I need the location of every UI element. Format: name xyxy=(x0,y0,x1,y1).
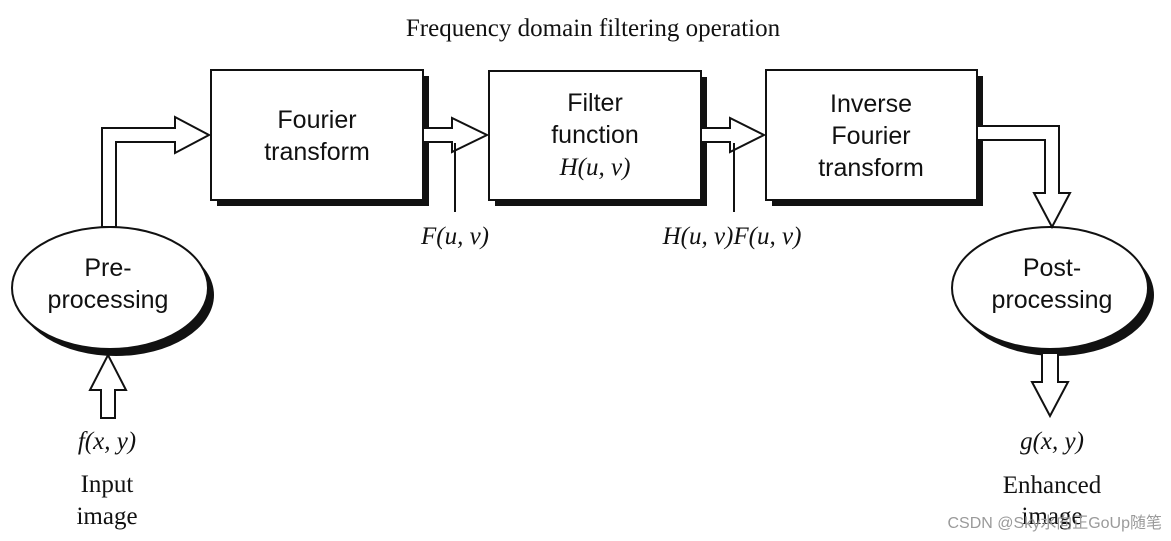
label-HF-uv: H(u, v)F(u, v) xyxy=(662,223,802,250)
preprocessing-oval: Pre- processing xyxy=(11,226,209,350)
fourier-block-line2: transform xyxy=(264,138,370,166)
inverse-block-line1: Inverse xyxy=(830,90,912,118)
post-oval-line1: Post- xyxy=(1023,254,1081,282)
input-label-line2: image xyxy=(76,503,137,530)
inverse-block-line2: Fourier xyxy=(831,122,910,150)
watermark-text: CSDN @Sky水向正GoUp随笔 xyxy=(948,514,1163,532)
label-f-xy: f(x, y) xyxy=(78,428,136,455)
arrow-pre-to-fourier xyxy=(101,115,212,228)
output-label-line2: image xyxy=(1021,503,1082,530)
filter-block-line2: function xyxy=(551,121,639,149)
filter-function-block: Filter function H(u, v) xyxy=(488,70,702,201)
inverse-fourier-block: Inverse Fourier transform xyxy=(765,69,978,201)
fourier-block-line1: Fourier xyxy=(277,106,356,134)
label-F-uv: F(u, v) xyxy=(420,223,489,250)
output-label-line1: Enhanced xyxy=(1003,472,1102,499)
filter-block-line3: H(u, v) xyxy=(559,154,631,181)
fourier-transform-block: Fourier transform xyxy=(210,69,424,201)
inverse-block-line3: transform xyxy=(818,154,924,182)
post-oval-line2: processing xyxy=(992,286,1113,314)
input-label-line1: Input xyxy=(81,471,134,498)
arrow-fourier-to-filter xyxy=(422,116,490,154)
diagram-title: Frequency domain filtering operation xyxy=(406,15,781,42)
filter-block-line1: Filter xyxy=(567,89,623,117)
arrow-post-to-output xyxy=(1030,352,1070,419)
arrow-input-to-pre xyxy=(88,352,128,419)
arrow-inverse-to-post xyxy=(976,125,1072,230)
postprocessing-oval: Post- processing xyxy=(951,226,1149,350)
arrow-filter-to-inverse xyxy=(700,116,767,154)
pre-oval-line1: Pre- xyxy=(84,254,131,282)
pre-oval-line2: processing xyxy=(48,286,169,314)
label-g-xy: g(x, y) xyxy=(1020,428,1084,455)
